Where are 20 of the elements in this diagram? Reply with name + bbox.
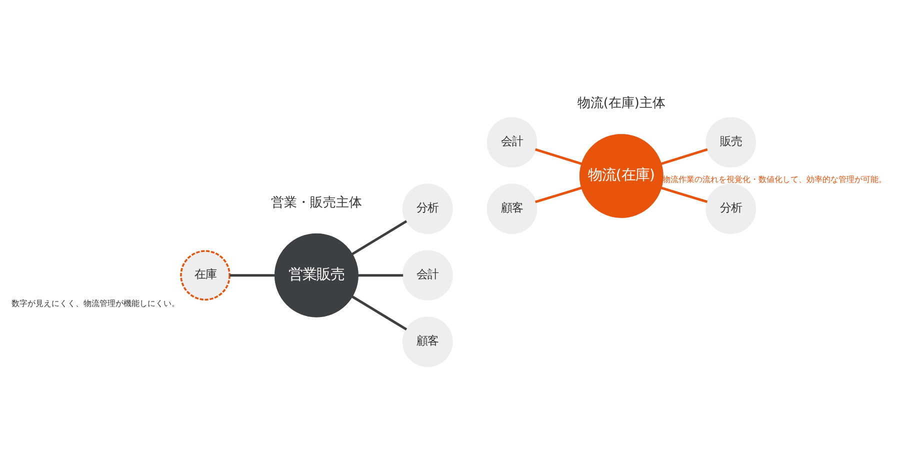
label: 営業・販売主体 [270,194,362,210]
node-circle: 在庫 [180,250,230,300]
node-circle: 分析 [706,183,756,234]
connector [358,274,404,276]
connector [660,186,708,203]
node-circle: 会計 [402,250,453,300]
node-circle: 顧客 [402,316,453,367]
node-circle: 会計 [486,116,538,168]
node-circle: 顧客 [486,183,538,234]
connector [660,148,708,165]
node-circle: 物流(在庫) [579,133,664,218]
connector [351,220,408,255]
connector [535,148,582,165]
connector [230,274,276,276]
connector [535,186,582,203]
label: 物流(在庫)主体 [577,95,666,110]
node-circle: 分析 [402,183,453,234]
node-circle: 営業販売 [274,232,358,317]
connector [351,294,408,330]
node-circle: 販売 [706,116,756,168]
